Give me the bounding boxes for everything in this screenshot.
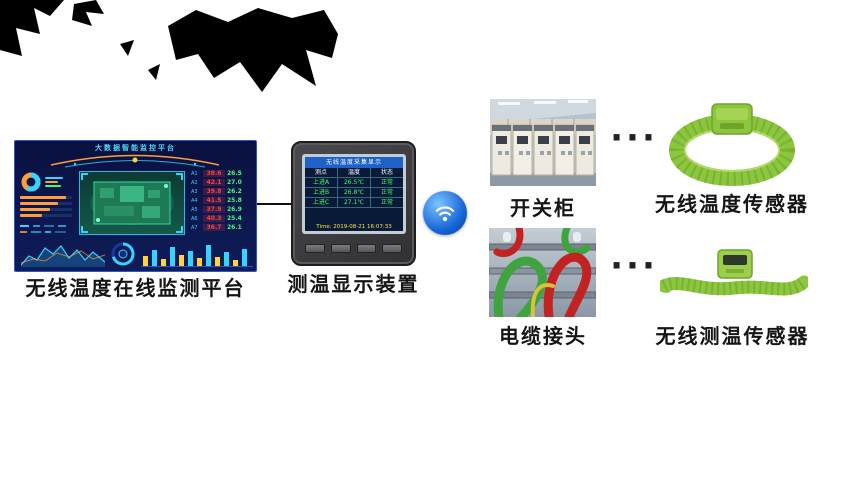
- dashboard-left-panel: [20, 171, 76, 237]
- connector-line: [257, 203, 291, 205]
- device-label: 测温显示装置: [287, 272, 420, 296]
- row-value-green: 26.1: [227, 224, 242, 231]
- temperature-display-device: 无线温度采集显示 测点 温度 状态 上进A 26.5℃ 正常: [291, 141, 416, 266]
- cell-status: 正常: [370, 188, 403, 197]
- screen-table-header: 测点 温度 状态: [305, 168, 403, 178]
- dashboard-title: 大数据智能监控平台: [95, 144, 176, 152]
- row-channel: A3: [191, 188, 198, 195]
- cell-temp: 26.8℃: [337, 188, 370, 197]
- row-value-green: 25.4: [227, 215, 242, 222]
- row-channel: A6: [191, 215, 198, 222]
- screen-title: 无线温度采集显示: [305, 157, 403, 168]
- dashboard-label: 无线温度在线监测平台: [25, 276, 246, 300]
- row-value-green: 27.0: [227, 179, 242, 186]
- table-row: A1 38.6 26.5: [191, 169, 253, 178]
- row-channel: A7: [191, 224, 198, 231]
- table-row: A2 42.1 27.0: [191, 178, 253, 187]
- switchgear-photo: [490, 99, 596, 186]
- screen-table-body: 上进A 26.5℃ 正常 上进B 26.8℃ 正常 上进C: [305, 178, 403, 208]
- row-value-red: 36.7: [203, 224, 225, 231]
- ellipsis-bottom: ···: [610, 246, 658, 286]
- row-channel: A1: [191, 170, 198, 177]
- strap-sensor-label: 无线测温传感器: [655, 324, 810, 348]
- device-screen-bezel: 无线温度采集显示 测点 温度 状态 上进A 26.5℃ 正常: [302, 154, 406, 234]
- cell-temp: 26.5℃: [337, 178, 370, 187]
- cell-point: 上进A: [312, 179, 330, 186]
- device-screen: 无线温度采集显示 测点 温度 状态 上进A 26.5℃ 正常: [305, 157, 403, 231]
- equipment-3d-view: [80, 172, 184, 234]
- monitoring-dashboard: 大数据智能监控平台: [14, 140, 257, 272]
- screen-footer-time: Time: 2019-08-21 16:07:33: [316, 224, 392, 230]
- row-value-red: 40.3: [203, 215, 225, 222]
- row-value-red: 39.8: [203, 188, 225, 195]
- screen-table-row: 上进A 26.5℃ 正常: [305, 178, 403, 188]
- device-button-3: [356, 244, 377, 253]
- donut-legend: [45, 175, 76, 189]
- header-cell: 状态: [370, 168, 403, 177]
- line-chart: [21, 245, 105, 267]
- dashboard-header-graphic: [50, 154, 220, 168]
- header-cell: 温度: [337, 168, 370, 177]
- table-row: A5 37.9 26.9: [191, 205, 253, 214]
- cell-status: 正常: [370, 198, 403, 207]
- row-value-red: 37.9: [203, 206, 225, 213]
- row-channel: A2: [191, 179, 198, 186]
- row-value-green: 26.2: [227, 188, 242, 195]
- device-button-2: [330, 244, 351, 253]
- cell-status: 正常: [370, 178, 403, 187]
- table-row: A7 36.7 26.1: [191, 223, 253, 232]
- switchgear-label: 开关柜: [510, 196, 576, 220]
- row-value-red: 38.6: [203, 170, 225, 177]
- ring-temperature-sensor: [669, 103, 795, 186]
- donut-chart: [21, 172, 41, 192]
- wifi-icon: [423, 191, 467, 235]
- cell-point: 上进C: [312, 199, 330, 206]
- cell-point: 上进B: [312, 189, 330, 196]
- ellipsis-top: ···: [610, 118, 658, 158]
- row-channel: A5: [191, 206, 198, 213]
- screen-table-row: 上进B 26.8℃ 正常: [305, 188, 403, 198]
- cable-joint-photo: [489, 228, 596, 317]
- screen-table-row: 上进C 27.1℃ 正常: [305, 198, 403, 208]
- row-value-green: 25.8: [227, 197, 242, 204]
- strap-temperature-sensor: [660, 249, 808, 296]
- table-row: A6 40.3 25.4: [191, 214, 253, 223]
- header-cell: 测点: [314, 169, 327, 176]
- dashboard-center-visual: [79, 171, 185, 235]
- tick-rows: [20, 225, 66, 233]
- device-buttons: [305, 244, 402, 253]
- wifi-glyph: [435, 206, 455, 222]
- row-value-green: 26.5: [227, 170, 242, 177]
- row-value-green: 26.9: [227, 206, 242, 213]
- dashboard-data-table: A1 38.6 26.5 A2 42.1 27.0 A3 39.8 26.2: [191, 169, 253, 232]
- row-value-red: 42.1: [203, 179, 225, 186]
- device-button-1: [305, 244, 325, 253]
- table-row: A4 41.5 25.8: [191, 196, 253, 205]
- ink-artifact: [0, 0, 338, 92]
- cable-joint-label: 电缆接头: [499, 324, 587, 348]
- cell-temp: 27.1℃: [337, 198, 370, 207]
- bar-list: [20, 196, 76, 217]
- row-channel: A4: [191, 197, 198, 204]
- ring-sensor-label: 无线温度传感器: [655, 192, 809, 216]
- gauge-chart: [111, 242, 135, 266]
- bar-chart: [141, 245, 253, 267]
- device-button-4: [382, 244, 402, 253]
- table-row: A3 39.8 26.2: [191, 187, 253, 196]
- row-value-red: 41.5: [203, 197, 225, 204]
